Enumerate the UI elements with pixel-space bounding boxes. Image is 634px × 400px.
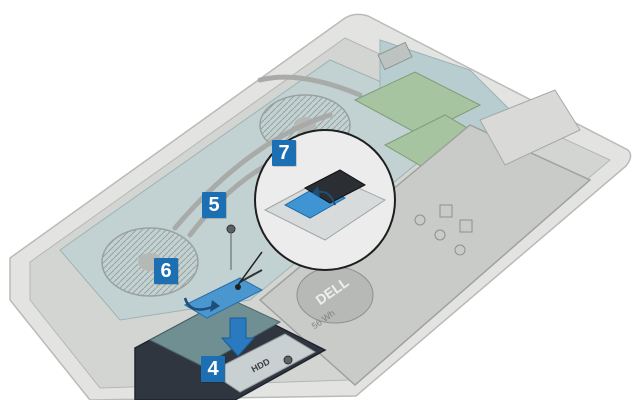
peel-arrow [183, 297, 213, 311]
fan-left [101, 227, 199, 297]
push-arrow [220, 317, 256, 357]
step-callout-5: 5 [202, 192, 226, 218]
wlan-card [377, 41, 413, 71]
battery: DELL 56 Wh [258, 89, 592, 387]
step-callout-7: 7 [272, 140, 296, 166]
step-callout-6: 6 [154, 258, 178, 284]
step-callout-4: 4 [201, 356, 225, 382]
screw-icon[interactable] [226, 224, 293, 365]
peel-arrow-head [210, 300, 220, 312]
